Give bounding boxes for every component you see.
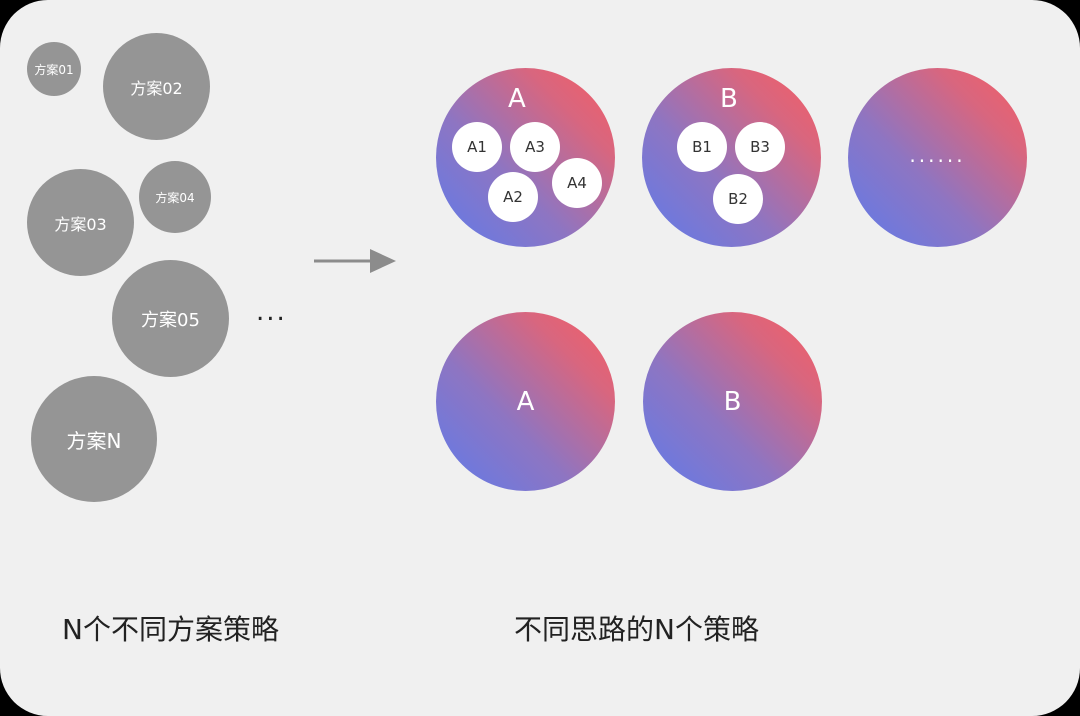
plan-bubble-01: 方案01 xyxy=(27,42,81,96)
sub-plan-label: B1 xyxy=(692,138,712,156)
strategy-b: B xyxy=(643,312,822,491)
sub-plan-label: B3 xyxy=(750,138,770,156)
strategy-a-label: A xyxy=(516,386,535,417)
more-ellipsis: ...... xyxy=(909,142,966,167)
plan-bubble-n: 方案N xyxy=(31,376,157,502)
plan-bubble-label: 方案04 xyxy=(155,190,195,205)
plan-bubble-label: 方案01 xyxy=(34,62,74,77)
arrow-right-icon xyxy=(314,249,396,273)
strategy-b-label: B xyxy=(723,386,742,417)
sub-plan-label: B2 xyxy=(728,190,748,208)
sub-plan-label: A3 xyxy=(525,138,545,156)
sub-plan-b2: B2 xyxy=(713,174,763,224)
sub-plan-a4: A4 xyxy=(552,158,602,208)
sub-plan-label: A2 xyxy=(503,188,523,206)
group-b-label: B xyxy=(720,84,738,114)
sub-plan-b1: B1 xyxy=(677,122,727,172)
ellipsis-dots: ... xyxy=(256,297,287,327)
plan-bubble-label: 方案05 xyxy=(141,309,200,331)
strategy-group-b: B B1 B3 B2 xyxy=(642,68,821,247)
strategy-more: ...... xyxy=(848,68,1027,247)
group-a-label: A xyxy=(508,84,526,114)
sub-plan-a3: A3 xyxy=(510,122,560,172)
right-caption: 不同思路的N个策略 xyxy=(514,613,759,646)
sub-plan-a1: A1 xyxy=(452,122,502,172)
sub-plan-a2: A2 xyxy=(488,172,538,222)
sub-plan-b3: B3 xyxy=(735,122,785,172)
left-caption: N个不同方案策略 xyxy=(62,613,279,646)
plan-bubble-02: 方案02 xyxy=(103,33,210,140)
sub-plan-label: A4 xyxy=(567,174,587,192)
plan-bubble-label: 方案03 xyxy=(54,214,107,234)
plan-bubble-04: 方案04 xyxy=(139,161,211,233)
plan-bubble-05: 方案05 xyxy=(112,260,229,377)
plan-bubble-label: 方案02 xyxy=(130,78,183,98)
plan-bubble-label: 方案N xyxy=(66,428,122,453)
strategy-a: A xyxy=(436,312,615,491)
sub-plan-label: A1 xyxy=(467,138,487,156)
strategy-group-a: A A1 A3 A4 A2 xyxy=(436,68,615,247)
plan-bubble-03: 方案03 xyxy=(27,169,134,276)
